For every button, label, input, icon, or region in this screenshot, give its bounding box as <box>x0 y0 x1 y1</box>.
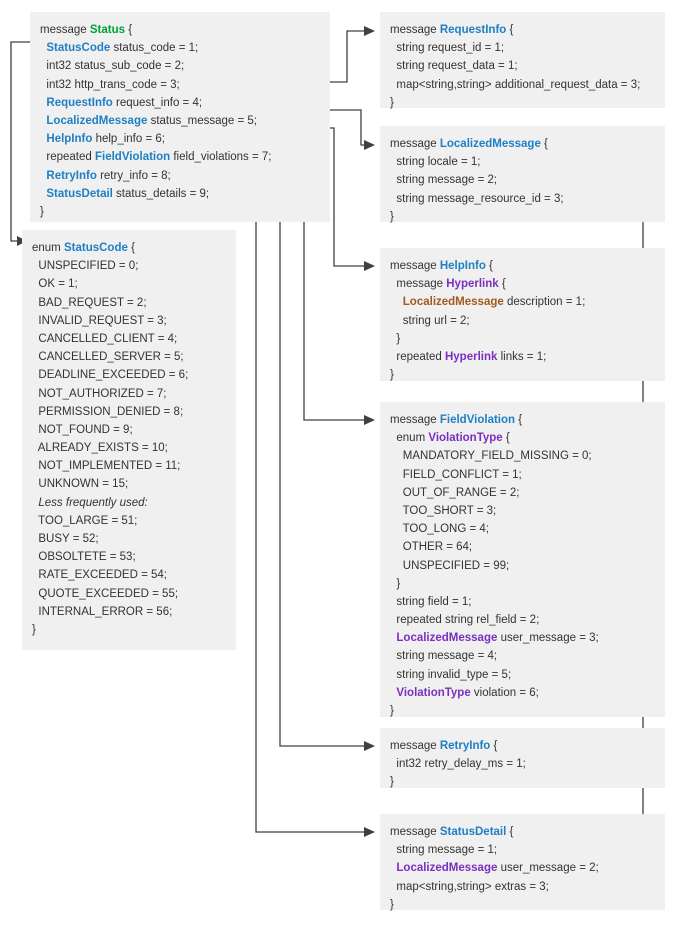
code-line: UNSPECIFIED = 0; <box>32 260 139 273</box>
code-line: } <box>40 205 44 218</box>
code-line: repeated string rel_field = 2; <box>390 614 540 627</box>
code-line: message HelpInfo { <box>390 260 493 272</box>
code-line: string message = 4; <box>390 650 498 663</box>
code-line: message FieldViolation { <box>390 414 523 426</box>
box-status-code-enum: enum StatusCode { UNSPECIFIED = 0; OK = … <box>22 230 236 650</box>
code-line: } <box>390 332 401 345</box>
code-line: string message_resource_id = 3; <box>390 192 564 205</box>
code-line: FIELD_CONFLICT = 1; <box>390 468 522 481</box>
code-line: UNSPECIFIED = 99; <box>390 559 510 572</box>
connector-status-details <box>229 181 375 837</box>
code-line: MANDATORY_FIELD_MISSING = 0; <box>390 450 592 463</box>
code-line: } <box>390 898 394 911</box>
code-line: } <box>390 96 394 109</box>
code-line: map<string,string> extras = 3; <box>390 880 549 893</box>
code-line: TOO_LARGE = 51; <box>32 514 138 527</box>
code-line: StatusDetail status_details = 9; <box>46 187 210 200</box>
code-line: string request_id = 1; <box>390 42 505 55</box>
box-request-info: message RequestInfo { string request_id … <box>380 12 665 109</box>
code-line: OUT_OF_RANGE = 2; <box>390 486 520 499</box>
code-line: HelpInfo help_info = 6; <box>46 133 165 146</box>
code-line: message LocalizedMessage { <box>390 138 548 150</box>
code-line: } <box>32 623 36 636</box>
code-line: OK = 1; <box>32 278 78 291</box>
code-line: RetryInfo retry_info = 8; <box>46 169 171 182</box>
code-line: int32 http_trans_code = 3; <box>40 78 180 91</box>
box-status: message Status { StatusCode status_code … <box>30 12 330 222</box>
code-line: StatusCode status_code = 1; <box>46 42 199 55</box>
code-line: LocalizedMessage user_message = 2; <box>396 862 599 875</box>
code-line: int32 status_sub_code = 2; <box>40 60 185 73</box>
code-line: UNKNOWN = 15; <box>32 478 129 491</box>
code-line: LocalizedMessage user_message = 3; <box>396 632 599 645</box>
code-line: DEADLINE_EXCEEDED = 6; <box>32 369 189 382</box>
code-line: string message = 2; <box>390 174 498 187</box>
code-line: NOT_IMPLEMENTED = 11; <box>32 460 181 473</box>
code-line: RATE_EXCEEDED = 54; <box>32 569 167 582</box>
code-line: message RetryInfo { <box>390 740 498 752</box>
code-line: string request_data = 1; <box>390 60 518 73</box>
code-line: message Hyperlink { <box>390 278 506 291</box>
box-retry-info: message RetryInfo { int32 retry_delay_ms… <box>380 728 665 788</box>
code-line: OTHER = 64; <box>390 541 473 554</box>
box-localized-message: message LocalizedMessage { string locale… <box>380 126 665 223</box>
code-line: INVALID_REQUEST = 3; <box>32 314 167 327</box>
code-line: repeated FieldViolation field_violations… <box>40 151 272 164</box>
code-line: enum StatusCode { <box>32 242 135 254</box>
code-line: LocalizedMessage status_message = 5; <box>46 114 258 127</box>
code-line: enum ViolationType { <box>390 432 510 445</box>
code-line: ALREADY_EXISTS = 10; <box>32 442 168 455</box>
code-line: string field = 1; <box>390 595 472 608</box>
code-line: } <box>390 369 394 382</box>
code-line: LocalizedMessage description = 1; <box>402 296 586 309</box>
box-field-violation: message FieldViolation { enum ViolationT… <box>380 402 665 717</box>
code-line: TOO_SHORT = 3; <box>390 504 497 517</box>
code-line: repeated Hyperlink links = 1; <box>390 350 547 363</box>
code-line: CANCELLED_SERVER = 5; <box>32 351 184 364</box>
code-line: TOO_LONG = 4; <box>390 523 489 536</box>
code-line: message RequestInfo { <box>390 24 514 36</box>
code-line: } <box>390 776 394 789</box>
code-line: ViolationType violation = 6; <box>396 686 539 699</box>
code-line: map<string,string> additional_request_da… <box>390 78 641 91</box>
code-line: string locale = 1; <box>390 156 481 169</box>
code-line: string url = 2; <box>390 314 470 327</box>
box-help-info: message HelpInfo { message Hyperlink { L… <box>380 248 665 381</box>
code-line: CANCELLED_CLIENT = 4; <box>32 332 178 345</box>
code-line: message StatusDetail { <box>390 826 514 838</box>
code-line: Less frequently used: <box>38 496 148 509</box>
code-line: } <box>390 577 401 590</box>
code-line: INTERNAL_ERROR = 56; <box>32 605 173 618</box>
code-line: NOT_AUTHORIZED = 7; <box>32 387 167 400</box>
code-line: } <box>390 705 394 717</box>
code-line: BAD_REQUEST = 2; <box>32 296 147 309</box>
code-line: PERMISSION_DENIED = 8; <box>32 405 184 418</box>
code-line: string message = 1; <box>390 844 498 857</box>
code-line: message Status { <box>40 24 133 36</box>
code-line: int32 retry_delay_ms = 1; <box>390 758 526 771</box>
code-line: } <box>390 210 394 223</box>
code-line: OBSOLTETE = 53; <box>32 551 136 564</box>
box-status-detail: message StatusDetail { string message = … <box>380 814 665 911</box>
code-line: RequestInfo request_info = 4; <box>46 96 203 109</box>
code-line: QUOTE_EXCEEDED = 55; <box>32 587 179 600</box>
code-line: NOT_FOUND = 9; <box>32 423 133 436</box>
code-line: string invalid_type = 5; <box>390 668 512 681</box>
code-line: BUSY = 52; <box>32 533 99 545</box>
